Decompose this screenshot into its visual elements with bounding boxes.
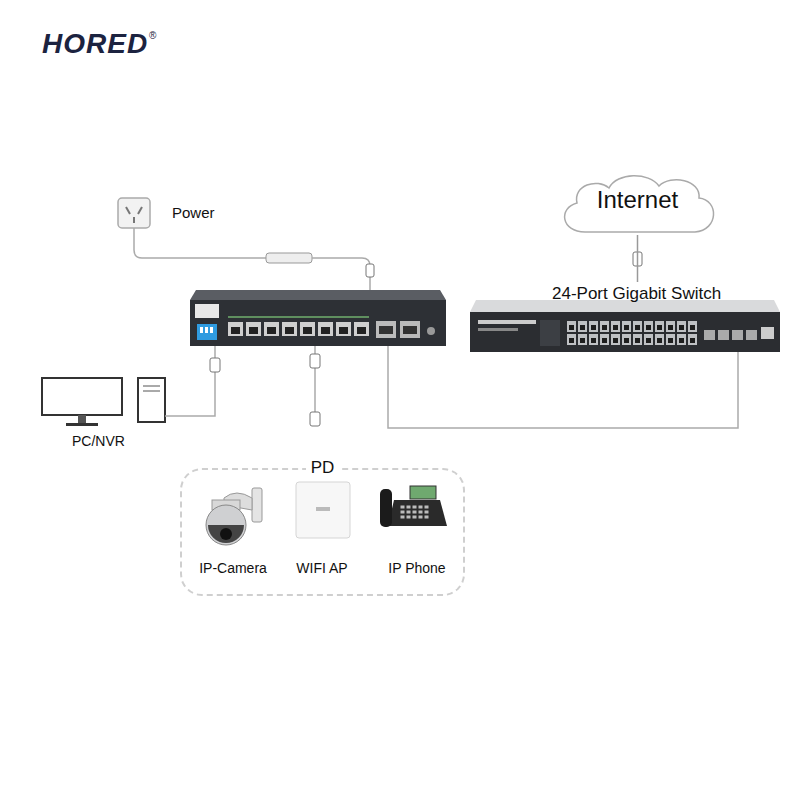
pc-cable [165,346,220,416]
gigabit-switch-body-part [470,312,780,352]
gigabit-switch-body-part [704,330,715,340]
poe-switch-part [400,321,420,338]
wifi-ap-icon-part [316,507,330,511]
node-label: WIFI AP [296,560,347,577]
poe-switch-part [403,326,417,334]
group-heading: PD [306,458,340,478]
gigabit-switch-body-part [761,327,774,339]
pc-cable-part [210,358,220,372]
power-cord-part [366,264,374,277]
node-label: PC/NVR [72,433,125,450]
poe-switch-part [195,304,219,318]
node-label: Power [172,204,215,222]
poe-switch-part [210,327,213,333]
pc-monitor-part [66,423,98,426]
poe-switch-part [197,324,217,340]
poe-switch-part [379,326,393,334]
pc-cable-part [165,346,215,416]
poe-switch-part [427,327,435,335]
power-outlet-part [126,207,130,214]
node-label: IP-Camera [199,560,267,577]
power-outlet-part [118,198,150,228]
pc-tower-part [138,378,165,422]
ip-phone-icon-part [388,500,447,526]
internet-cloud: Internet [555,170,720,235]
pd-group: IP-CameraWIFI APIP PhonePD [180,468,465,596]
node-label: IP Phone [388,560,445,577]
power-cord-part [266,253,312,263]
power-outlet-part [133,217,135,223]
poe-switch-part [228,322,369,336]
pc-tower-part [143,386,160,387]
gigabit-switch-body-part [540,320,560,346]
registered-mark: ® [149,30,156,42]
power-cord-part [134,228,266,258]
gigabit-switch-body-part [478,320,536,324]
ip-camera-icon-part [208,525,244,543]
wifi-ap-icon-part [296,482,350,538]
poe-switch [190,290,446,346]
poe-switch-part [376,321,396,338]
poe-switch-part [190,300,446,346]
ip-camera-icon-part [220,528,232,540]
poe-switch-part [228,316,369,318]
ip-camera: IP-Camera [188,559,278,579]
pc-tower [138,378,165,422]
wifi-ap-icon [296,482,350,538]
gigabit-switch-body-part [746,330,757,340]
gigabit-switch-body-part [732,330,743,340]
fiber-link [388,346,738,428]
pd-cable [310,346,320,426]
ip-camera-icon [206,488,262,545]
ip-phone-icon-part [380,489,392,527]
fiber-link-part [388,346,738,428]
cloud-shape [565,176,714,232]
gigabit-switch-body-part [478,328,518,331]
ip-phone: IP Phone [372,559,462,579]
node-label: 24-Port Gigabit Switch [552,284,721,304]
ip-phone-icon [380,486,447,527]
power-cord [134,228,374,292]
gigabit-switch-body-part [718,330,729,340]
pd-cable-part [310,354,320,368]
network-cable [637,235,639,282]
pc-nvr: PC/NVR [72,432,133,452]
ip-phone-icon-part [400,505,430,520]
pc-monitor [42,378,122,426]
poe-switch-part [200,327,203,333]
poe-switch-part [205,327,208,333]
power-outlet-part [138,207,142,214]
power-cord-part [312,258,370,292]
gigabit-switch: 24-Port Gigabit Switch [470,282,780,354]
poe-switch-part [190,290,446,300]
node-label: Internet [597,185,678,214]
pc-monitor-part [42,378,122,415]
pc-monitor-part [78,415,86,423]
brand-logo: HORED [42,28,148,60]
ip-camera-icon-part [206,505,246,545]
wifi-ap: WIFI AP [277,559,367,579]
pd-cable-part [310,412,320,426]
ip-camera-icon-part [252,488,262,522]
gigabit-switch-body [470,300,780,352]
power-outlet [118,198,150,228]
pc-tower-part [143,391,160,392]
ip-phone-icon-part [410,486,436,499]
power-source: Power [172,204,232,226]
gigabit-switch-body-part [566,320,698,346]
